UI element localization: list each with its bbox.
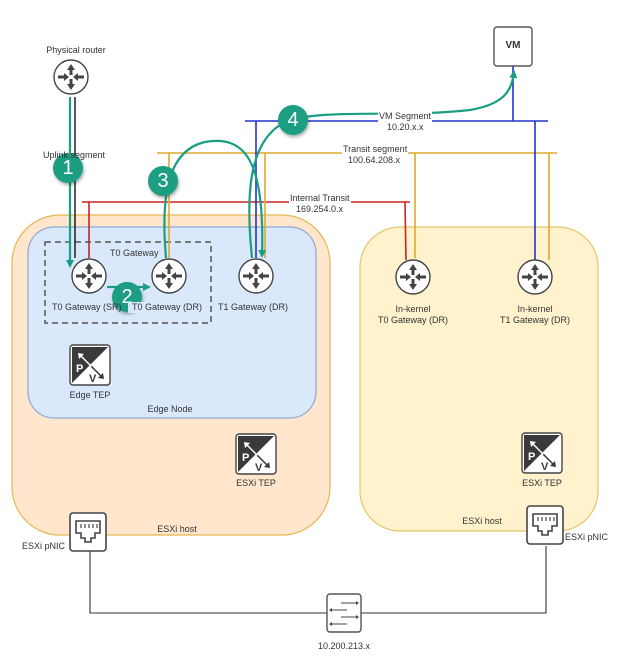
esxi-host-right-label: ESXi host [462, 516, 502, 526]
internal-transit-drop-inkernel [404, 201, 407, 261]
inkernel-t1-label-1: In-kernel [517, 304, 553, 314]
flow-step-4 [248, 70, 518, 259]
esxi-pnic-right-label: ESXi pNIC [565, 532, 609, 542]
vm-box[interactable] [493, 26, 533, 67]
inkernel-t0-router-icon[interactable] [395, 259, 431, 295]
t0-sr-label: T0 Gateway (SR) [52, 302, 122, 312]
vm-segment-subnet: 10.20.x.x [387, 122, 424, 132]
t0-dr-router-icon[interactable] [151, 258, 187, 294]
esxi-pnic-left-icon [69, 512, 107, 552]
physical-router-label: Physical router [46, 45, 106, 55]
t0-dr-label: T0 Gateway (DR) [128, 302, 203, 313]
physical-link [89, 551, 327, 614]
esxi-tep-left-icon [235, 433, 277, 475]
internal-transit-subnet: 169.254.0.x [296, 204, 344, 214]
switch-icon[interactable] [326, 593, 362, 633]
esxi-tep-left-label: ESXi TEP [236, 478, 276, 488]
inkernel-t1-router-icon[interactable] [517, 259, 553, 295]
step-badge-4 [278, 105, 308, 135]
esxi-pnic-right-icon [526, 505, 564, 545]
inkernel-t1-label-2: T1 Gateway (DR) [499, 315, 570, 325]
physical-link-right [361, 546, 547, 614]
step-badge-3-number: 3 [157, 170, 169, 192]
edge-tep-label: Edge TEP [69, 390, 111, 400]
step-badge-3 [148, 166, 178, 196]
vm-label: VM [505, 40, 521, 51]
t1-dr-label: T1 Gateway (DR) [218, 302, 289, 312]
switch-subnet-label: 10.200.213.x [317, 641, 371, 651]
edge-node-label: Edge Node [147, 404, 193, 414]
t0-sr-router-icon[interactable] [71, 258, 107, 294]
transit-segment-name: Transit segment [342, 144, 409, 155]
t1-dr-router-icon[interactable] [238, 258, 274, 294]
flow-step-3 [163, 139, 267, 259]
step-badge-2-number: 2 [121, 286, 133, 308]
edge-tep-icon [69, 344, 111, 386]
internal-transit-name: Internal Transit [289, 193, 351, 204]
step-badge-4-number: 4 [287, 109, 299, 131]
t0-gateway-group-label: T0 Gateway [110, 248, 159, 258]
esxi-tep-right-label: ESXi TEP [522, 478, 562, 488]
physical-router-icon[interactable] [53, 59, 89, 95]
esxi-host-left-label: ESXi host [157, 524, 197, 534]
uplink-segment-label: Uplink segment [42, 150, 106, 160]
vm-segment-name: VM Segment [378, 111, 433, 122]
inkernel-t0-label-1: In-kernel [395, 304, 431, 314]
step-badge-1-number: 1 [62, 157, 74, 179]
step-badge-1 [53, 153, 83, 183]
transit-segment-subnet: 100.64.208.x [348, 155, 401, 165]
esxi-tep-right-icon [521, 432, 563, 474]
t0-gateway-group [44, 241, 212, 324]
inkernel-t0-label-2: T0 Gateway (DR) [377, 315, 448, 325]
esxi-pnic-left-label: ESXi pNIC [22, 541, 66, 551]
